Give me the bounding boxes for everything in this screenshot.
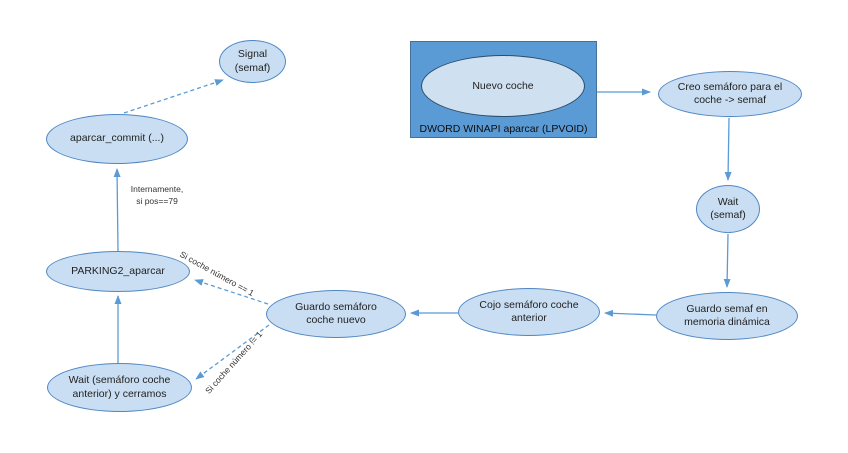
node-aparcar-commit: aparcar_commit (...): [46, 114, 188, 164]
node-label: Wait (semáforo coche anterior) y cerramo…: [68, 374, 171, 400]
edge-commit-to-signal: [123, 79, 224, 114]
node-signal-semaf: Signal (semaf): [219, 40, 286, 83]
node-guardo-semaforo-nuevo: Guardo semáforo coche nuevo: [266, 290, 406, 338]
node-label: Cojo semáforo coche anterior: [479, 298, 579, 324]
edge-waitsemaf-to-guardosemaf: [723, 233, 731, 288]
edge-creo-to-waitsemaf: [724, 117, 732, 181]
edge-guardonuevo-to-parking2: [194, 279, 269, 305]
node-label: Creo semáforo para el coche -> semaf: [677, 80, 783, 106]
node-parking2-aparcar: PARKING2_aparcar: [46, 251, 190, 292]
node-label: Guardo semáforo coche nuevo: [295, 300, 377, 326]
node-guardo-semaf-memoria: Guardo semaf en memoria dinámica: [656, 292, 798, 340]
node-label: PARKING2_aparcar: [71, 264, 165, 277]
node-label: aparcar_commit (...): [70, 132, 164, 145]
node-label: Nuevo coche: [472, 80, 534, 92]
node-label: Signal (semaf): [234, 48, 271, 74]
edge-guardonuevo-to-waitanterior: [195, 324, 270, 380]
process-box-aparcar: Nuevo coche DWORD WINAPI aparcar (LPVOID…: [410, 41, 597, 138]
edge-label-internamente: Internamente, si pos==79: [130, 184, 184, 207]
node-label: Wait (semaf): [710, 195, 746, 221]
node-cojo-semaforo-anterior: Cojo semáforo coche anterior: [458, 288, 600, 336]
node-label: Guardo semaf en memoria dinámica: [684, 302, 770, 328]
edge-parking2-to-commit: [113, 168, 121, 252]
edge-guardosemaf-to-cojo: [604, 309, 657, 317]
node-creo-semaforo: Creo semáforo para el coche -> semaf: [658, 71, 802, 117]
node-wait-semaforo-anterior: Wait (semáforo coche anterior) y cerramo…: [47, 363, 192, 412]
node-nuevo-coche: Nuevo coche: [421, 55, 585, 117]
process-box-caption: DWORD WINAPI aparcar (LPVOID): [419, 123, 588, 135]
node-wait-semaf: Wait (semaf): [696, 185, 760, 233]
